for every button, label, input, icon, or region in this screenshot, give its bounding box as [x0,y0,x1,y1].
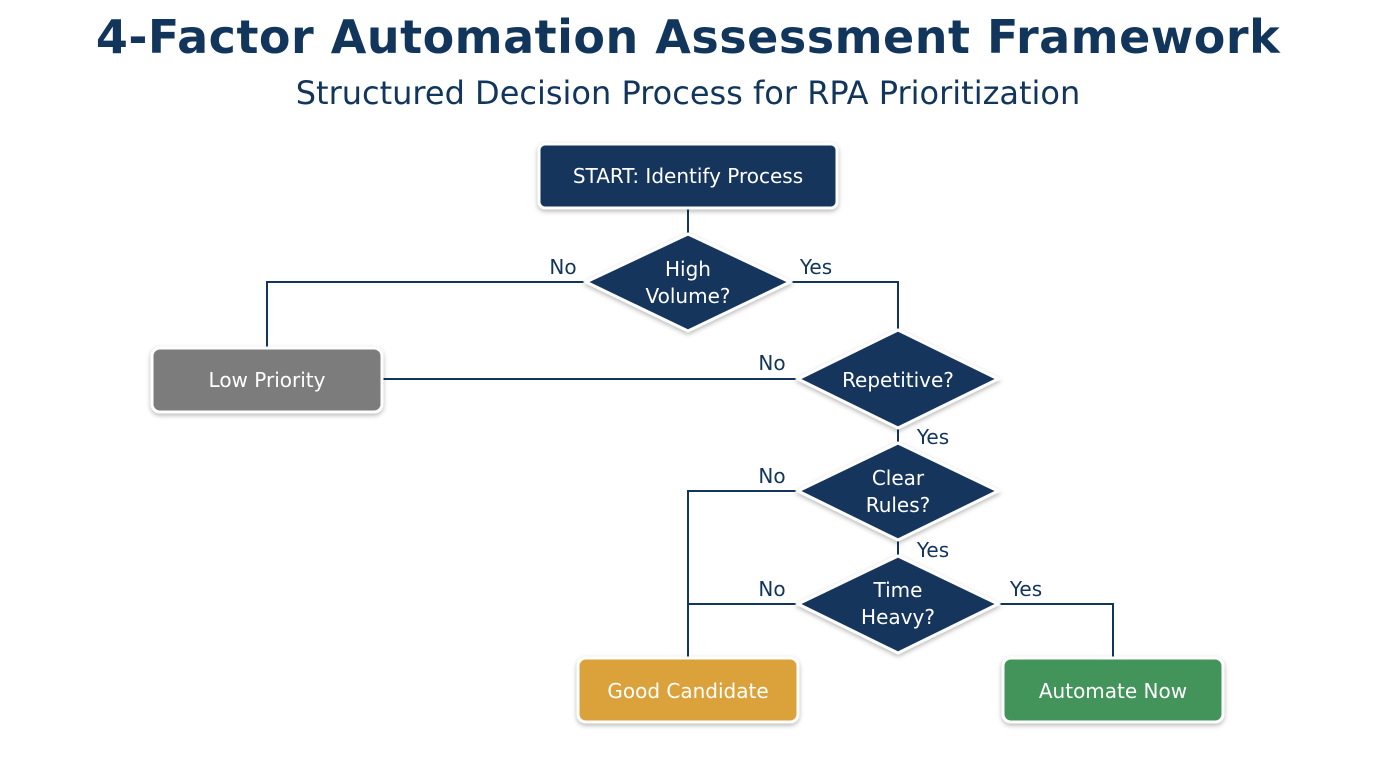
outcome-low-priority: Low Priority [150,346,384,414]
decision-repetitive-label: Repetitive? [842,368,954,392]
decision-clear-rules-line2: Rules? [866,493,931,517]
label-clear-rules-no: No [758,464,785,488]
decision-time-heavy: Time Heavy? [794,554,1002,655]
edge-clear-rules-no [687,490,798,658]
decision-high-volume: High Volume? [582,232,794,333]
label-time-heavy-no: No [758,577,785,601]
outcome-good-candidate: Good Candidate [576,656,800,724]
label-repetitive-yes: Yes [916,425,949,449]
decision-time-heavy-line1: Time [873,578,923,602]
label-high-volume-yes: Yes [799,255,832,279]
label-repetitive-no: No [758,351,785,375]
outcome-low-priority-label: Low Priority [209,368,326,392]
outcome-automate-now: Automate Now [1001,656,1225,724]
decision-time-heavy-line2: Heavy? [861,605,935,629]
decision-repetitive: Repetitive? [794,328,1002,430]
decision-high-volume-line1: High [665,257,711,281]
label-time-heavy-yes: Yes [1009,577,1042,601]
outcome-good-candidate-label: Good Candidate [607,679,768,703]
edge-time-heavy-yes [998,603,1114,658]
connectors [266,208,1114,658]
start-node: START: Identify Process [537,142,839,210]
start-node-label: START: Identify Process [573,164,803,188]
label-high-volume-no: No [549,255,576,279]
edge-high-volume-no [266,281,586,348]
outcome-automate-now-label: Automate Now [1039,679,1187,703]
edge-labels: No Yes No Yes No Yes No Yes [549,255,1042,601]
page-subtitle: Structured Decision Process for RPA Prio… [295,74,1081,112]
decision-high-volume-line2: Volume? [646,284,731,308]
decision-clear-rules-line1: Clear [872,466,925,490]
page-title: 4-Factor Automation Assessment Framework [95,10,1281,64]
decision-clear-rules: Clear Rules? [794,441,1002,542]
label-clear-rules-yes: Yes [916,538,949,562]
edge-high-volume-yes [790,281,899,330]
